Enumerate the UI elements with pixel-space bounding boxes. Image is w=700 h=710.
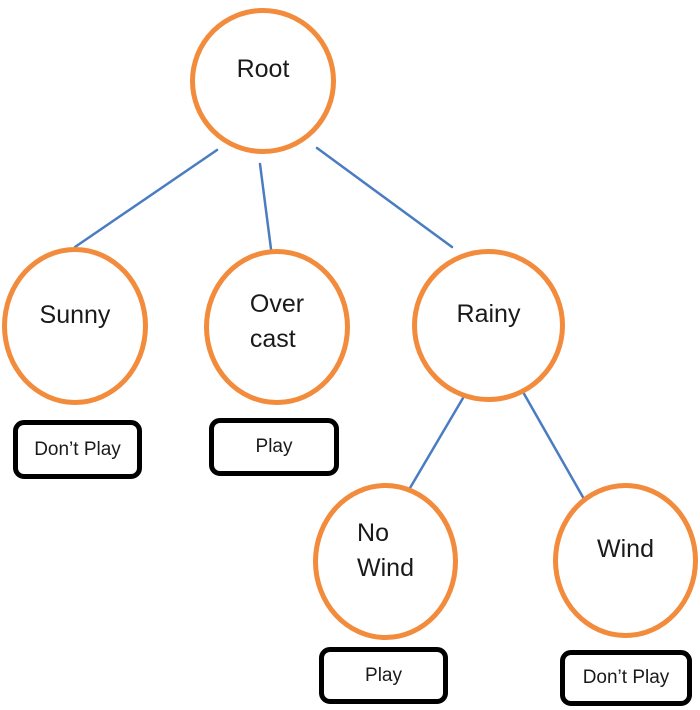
tree-node-root-label: Root: [236, 54, 290, 83]
edge-root-overcast: [258, 162, 273, 251]
tree-node-sunny: Sunny: [2, 247, 148, 405]
tree-node-no-wind: No Wind: [313, 483, 458, 640]
tree-node-overcast-label: Over cast: [249, 290, 305, 353]
tree-node-root: Root: [190, 8, 336, 154]
leaf-dont-play-wind: Don’t Play: [560, 650, 692, 706]
leaf-dont-play-wind-label: Don’t Play: [582, 667, 670, 688]
tree-node-rainy: Rainy: [412, 249, 565, 402]
leaf-play-overcast: Play: [209, 418, 339, 476]
tree-node-wind: Wind: [553, 483, 698, 638]
tree-node-overcast: Over cast: [204, 249, 350, 405]
edge-root-rainy: [315, 146, 454, 249]
leaf-dont-play-sunny-label: Don’t Play: [34, 438, 121, 460]
leaf-dont-play-sunny: Don’t Play: [13, 420, 142, 479]
tree-node-no-wind-label: No Wind: [357, 518, 414, 582]
edge-root-sunny: [73, 148, 219, 249]
tree-node-rainy-label: Rainy: [456, 300, 521, 328]
tree-node-sunny-label: Sunny: [39, 300, 111, 329]
leaf-play-overcast-label: Play: [255, 436, 293, 457]
leaf-play-no-wind: Play: [319, 647, 448, 704]
leaf-play-no-wind-label: Play: [365, 664, 402, 686]
edge-rainy-nowind: [408, 396, 465, 490]
tree-node-wind-label: Wind: [597, 535, 654, 563]
edge-rainy-wind: [521, 390, 586, 501]
